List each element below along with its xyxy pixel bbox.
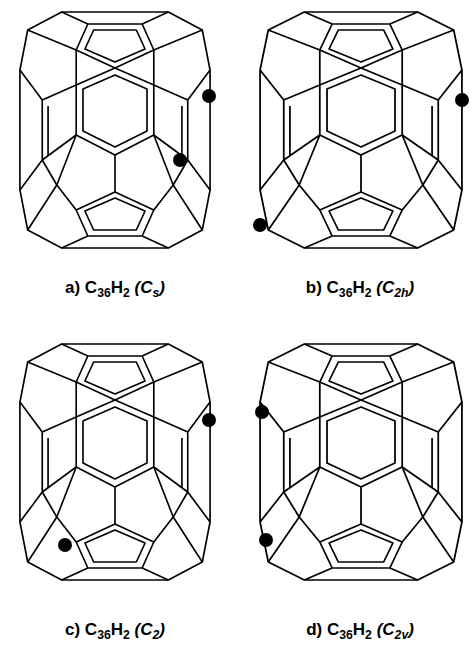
caption-part: 2 xyxy=(123,286,130,300)
caption-part: 2v xyxy=(395,628,409,642)
fullerene-cage xyxy=(20,344,210,580)
caption-part: ) xyxy=(159,278,165,297)
caption-part xyxy=(372,278,377,297)
hydrogen-dot xyxy=(202,89,216,103)
fullerene-cage xyxy=(20,12,210,248)
hydrogen-dot xyxy=(455,93,469,107)
caption-part: 2 xyxy=(365,628,372,642)
caption-part: ) xyxy=(408,620,414,639)
caption-part: ) xyxy=(409,278,415,297)
caption-part xyxy=(372,620,377,639)
caption-part: H xyxy=(352,278,364,297)
caption-part: 2 xyxy=(123,628,130,642)
caption-part: 36 xyxy=(97,286,111,300)
panel-caption: a) C36H2 (Cs) xyxy=(65,278,165,298)
caption-part: (C xyxy=(377,620,395,639)
panel-caption: d) C36H2 (C2v) xyxy=(306,620,414,640)
hydrogen-dot xyxy=(253,218,267,232)
caption-part: (C xyxy=(135,620,153,639)
caption-part: s xyxy=(153,286,160,300)
hydrogen-dot xyxy=(202,413,216,427)
fullerene-cage xyxy=(260,344,462,580)
hydrogen-dot xyxy=(58,538,72,552)
caption-part: 36 xyxy=(339,628,353,642)
caption-part: H xyxy=(111,620,123,639)
caption-part: (C xyxy=(376,278,394,297)
caption-part: 2 xyxy=(153,628,160,642)
hydrogen-dot xyxy=(255,405,269,419)
caption-part: d) C xyxy=(306,620,339,639)
caption-part: 36 xyxy=(339,286,353,300)
caption-part: H xyxy=(353,620,365,639)
caption-part: H xyxy=(111,278,123,297)
caption-part xyxy=(130,620,135,639)
fullerene-cage xyxy=(260,12,462,248)
caption-part xyxy=(130,278,135,297)
panel-caption: c) C36H2 (C2) xyxy=(65,620,165,640)
caption-part: ) xyxy=(159,620,165,639)
panel-caption: b) C36H2 (C2h) xyxy=(306,278,414,298)
caption-part: a) C xyxy=(65,278,97,297)
caption-part: 36 xyxy=(97,628,111,642)
hydrogen-dot xyxy=(173,153,187,167)
caption-part: b) C xyxy=(306,278,339,297)
caption-part: (C xyxy=(135,278,153,297)
caption-part: c) C xyxy=(65,620,97,639)
caption-part: 2 xyxy=(365,286,372,300)
caption-part: 2h xyxy=(394,286,408,300)
hydrogen-dot xyxy=(259,533,273,547)
